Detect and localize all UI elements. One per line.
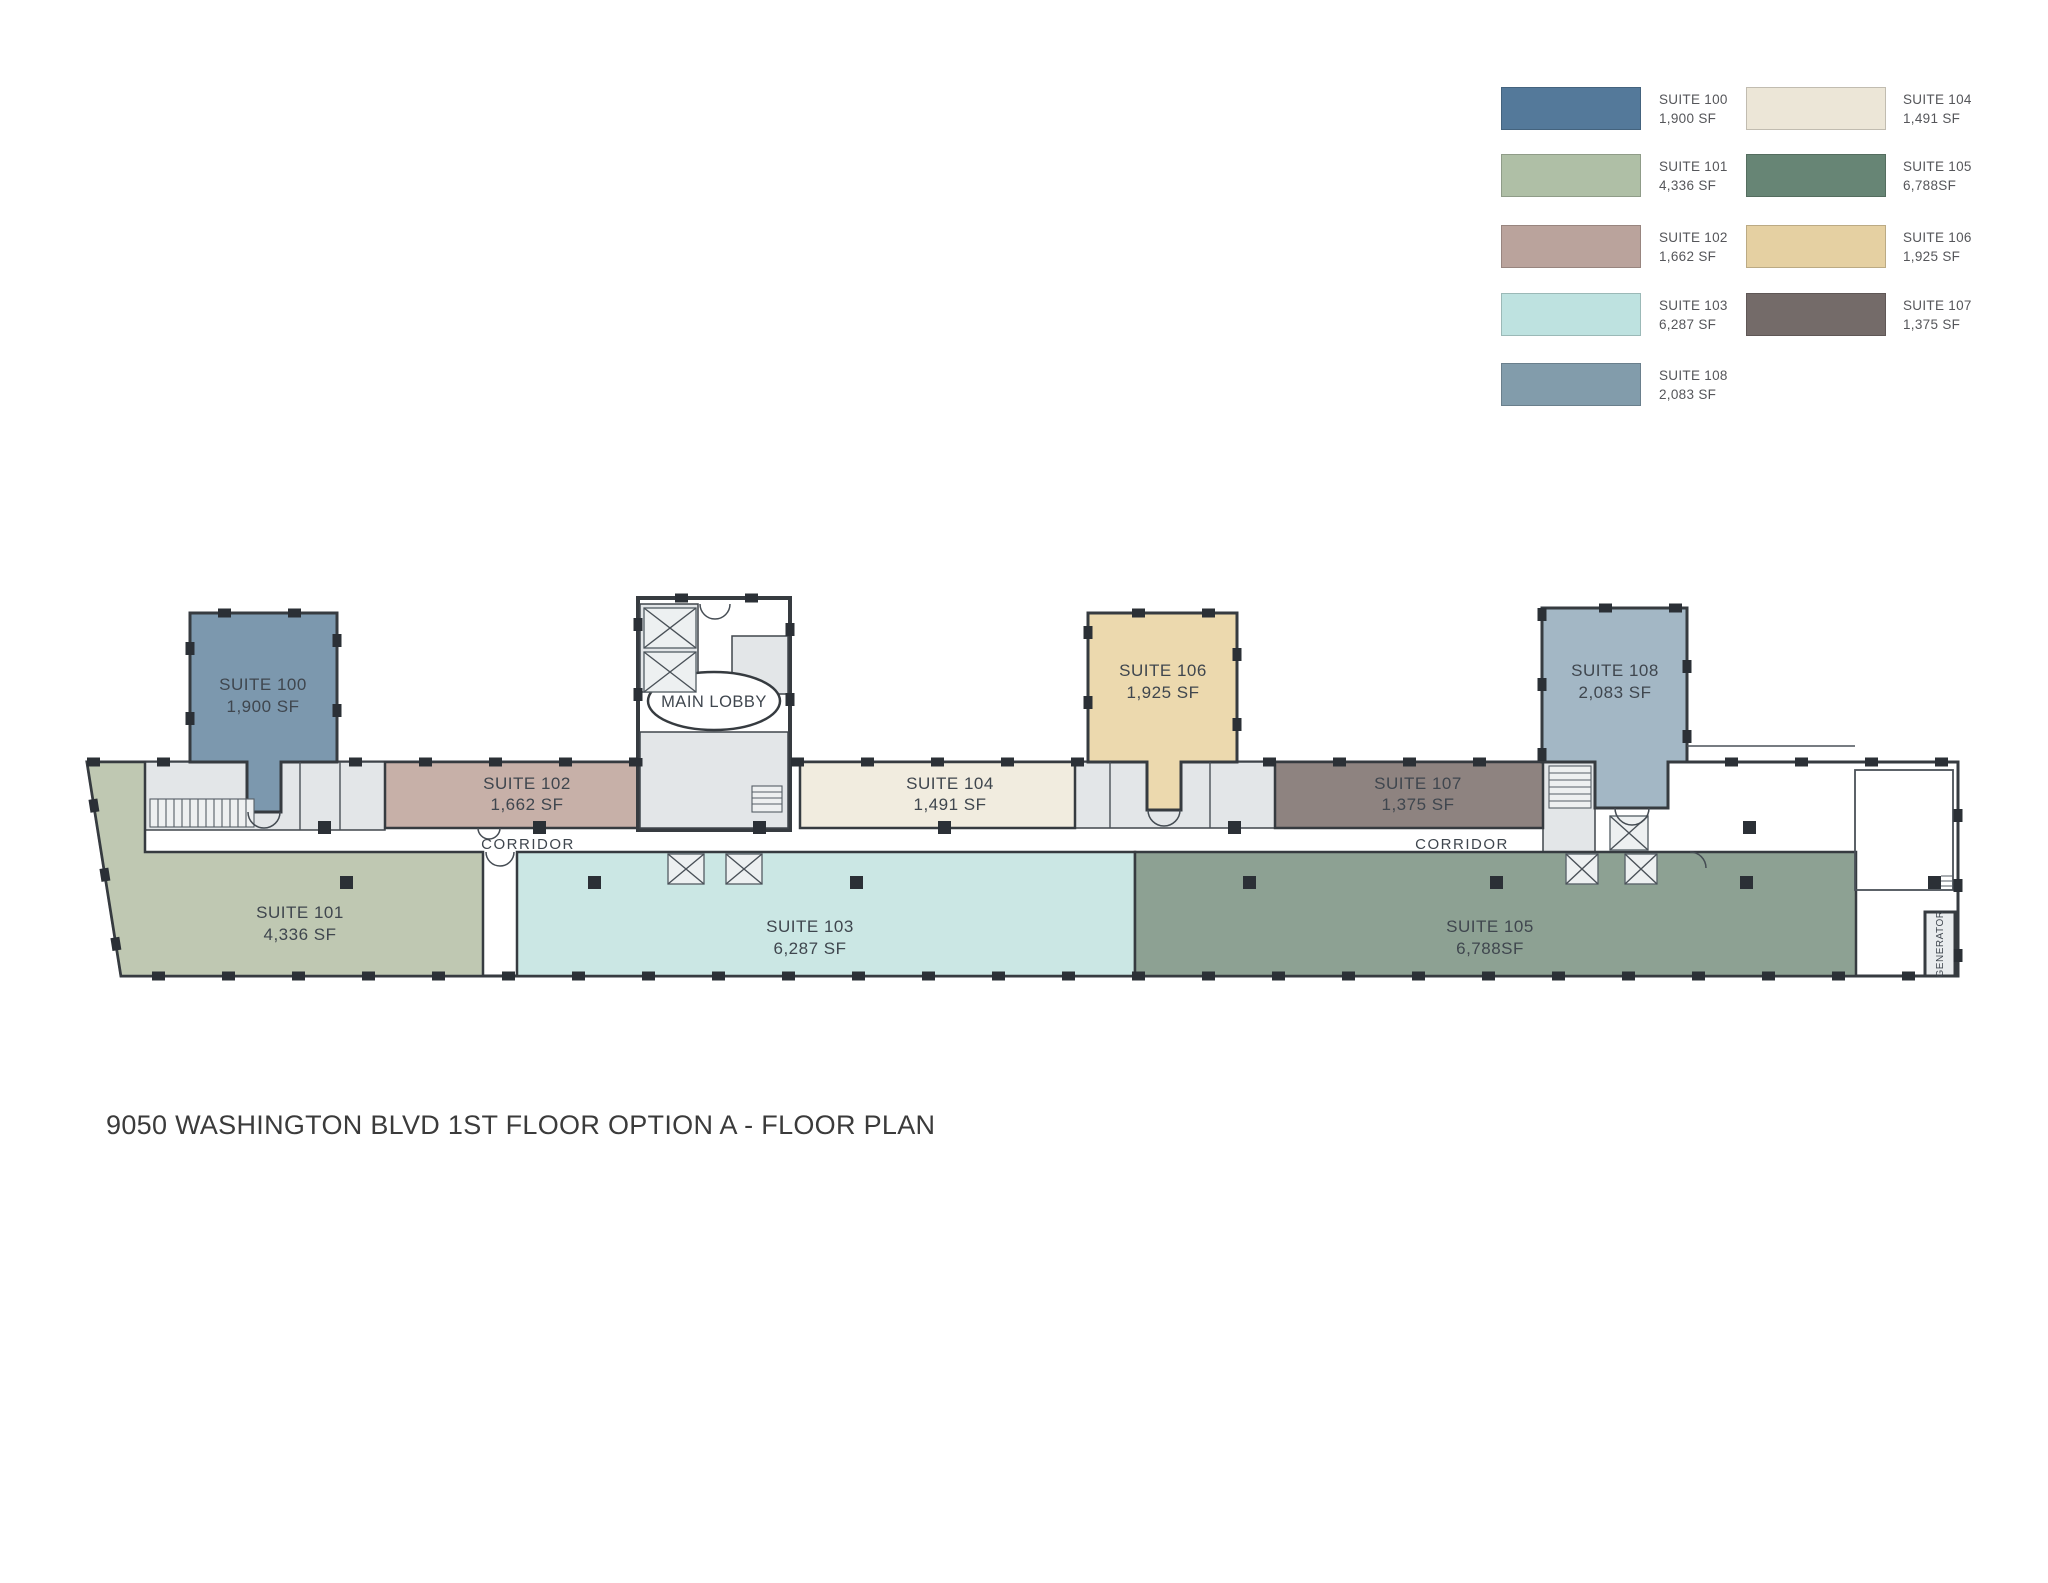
- suite-104-area: 1,491 SF: [914, 795, 987, 814]
- columns: [318, 821, 1941, 889]
- suite-102-area: 1,662 SF: [491, 795, 564, 814]
- stair-lobby: [751, 785, 783, 813]
- suite-101-name: SUITE 101: [256, 903, 344, 922]
- legend-suite-area: 6,788SF: [1903, 178, 1957, 193]
- legend-swatch-suite-102: [1501, 225, 1641, 268]
- generator-room: GENERATOR: [1923, 910, 1957, 978]
- legend-label-suite-104: SUITE 104 1,491 SF: [1903, 90, 2048, 128]
- legend-swatch-suite-108: [1501, 363, 1641, 406]
- legend-suite-name: SUITE 107: [1903, 298, 1972, 313]
- legend-suite-area: 1,925 SF: [1903, 249, 1961, 264]
- elevator: [643, 651, 697, 693]
- legend-suite-name: SUITE 100: [1659, 92, 1728, 107]
- elevator: [643, 607, 697, 649]
- suite-107-name: SUITE 107: [1374, 774, 1462, 793]
- suite-108-name: SUITE 108: [1571, 661, 1659, 680]
- suite-105-name: SUITE 105: [1446, 917, 1534, 936]
- suite-103-name: SUITE 103: [766, 917, 854, 936]
- legend-label-suite-101: SUITE 101 4,336 SF: [1659, 157, 1809, 195]
- legend-suite-name: SUITE 101: [1659, 159, 1728, 174]
- main-lobby-label: MAIN LOBBY: [661, 693, 767, 711]
- elevator: [1565, 853, 1599, 885]
- legend-suite-area: 4,336 SF: [1659, 178, 1717, 193]
- corridor-left-label: CORRIDOR: [481, 836, 575, 853]
- unassigned-room: [1854, 769, 1954, 891]
- legend-swatch-suite-106: [1746, 225, 1886, 268]
- legend-suite-area: 6,287 SF: [1659, 317, 1717, 332]
- legend-swatch-suite-107: [1746, 293, 1886, 336]
- suite-102-name: SUITE 102: [483, 774, 571, 793]
- suite-108: SUITE 108 2,083 SF: [1540, 606, 1689, 810]
- stair-left: [149, 798, 255, 828]
- legend-suite-area: 2,083 SF: [1659, 387, 1717, 402]
- elevator: [1624, 853, 1658, 885]
- legend-label-suite-100: SUITE 100 1,900 SF: [1659, 90, 1809, 128]
- legend-suite-name: SUITE 106: [1903, 230, 1972, 245]
- interior-partitions: [299, 745, 1855, 830]
- generator-label: GENERATOR: [1935, 911, 1946, 978]
- legend-suite-area: 1,662 SF: [1659, 249, 1717, 264]
- door-swings: [247, 603, 1707, 869]
- suite-100: SUITE 100 1,900 SF: [188, 611, 339, 814]
- legend-swatch-suite-100: [1501, 87, 1641, 130]
- page-title: 9050 WASHINGTON BLVD 1ST FLOOR OPTION A …: [106, 1110, 936, 1140]
- suite-105-area: 6,788SF: [1456, 939, 1524, 958]
- legend-swatch-suite-105: [1746, 154, 1886, 197]
- legend-swatch-suite-101: [1501, 154, 1641, 197]
- suite-108-area: 2,083 SF: [1579, 683, 1652, 702]
- elevator: [725, 853, 763, 885]
- legend-suite-name: SUITE 108: [1659, 368, 1728, 383]
- suite-104: SUITE 104 1,491 SF: [798, 760, 1077, 830]
- legend-label-suite-105: SUITE 105 6,788SF: [1903, 157, 2048, 195]
- legend-label-suite-108: SUITE 108 2,083 SF: [1659, 366, 1809, 404]
- legend-suite-name: SUITE 102: [1659, 230, 1728, 245]
- ladder: [1941, 875, 1953, 887]
- suite-105: SUITE 105 6,788SF: [1133, 850, 1858, 978]
- suite-103-area: 6,287 SF: [774, 939, 847, 958]
- suite-107-area: 1,375 SF: [1382, 795, 1455, 814]
- suite-100-area: 1,900 SF: [227, 697, 300, 716]
- suite-106-name: SUITE 106: [1119, 661, 1207, 680]
- legend-swatch-suite-103: [1501, 293, 1641, 336]
- legend-suite-name: SUITE 105: [1903, 159, 1972, 174]
- outer-wall-columns: [81, 593, 1963, 981]
- legend-suite-area: 1,375 SF: [1903, 317, 1961, 332]
- suite-101-area: 4,336 SF: [264, 925, 337, 944]
- suite-100-name: SUITE 100: [219, 675, 307, 694]
- suite-103: SUITE 103 6,287 SF: [515, 850, 1137, 978]
- suite-104-name: SUITE 104: [906, 774, 994, 793]
- lobby-core-base: [639, 731, 789, 829]
- suite-107: SUITE 107 1,375 SF: [1273, 760, 1545, 830]
- legend-suite-name: SUITE 103: [1659, 298, 1728, 313]
- legend-suite-name: SUITE 104: [1903, 92, 1972, 107]
- legend-label-suite-106: SUITE 106 1,925 SF: [1903, 228, 2048, 266]
- legend-swatch-suite-104: [1746, 87, 1886, 130]
- legend-label-suite-102: SUITE 102 1,662 SF: [1659, 228, 1809, 266]
- elevator: [667, 853, 705, 885]
- corridor-right-label: CORRIDOR: [1415, 836, 1509, 853]
- suite-106: SUITE 106 1,925 SF: [1086, 611, 1239, 812]
- suite-106-area: 1,925 SF: [1127, 683, 1200, 702]
- stair-right: [1548, 765, 1592, 809]
- legend-suite-area: 1,900 SF: [1659, 111, 1717, 126]
- legend-label-suite-103: SUITE 103 6,287 SF: [1659, 296, 1809, 334]
- legend-suite-area: 1,491 SF: [1903, 111, 1961, 126]
- suite-101: SUITE 101 4,336 SF: [85, 760, 485, 978]
- legend-label-suite-107: SUITE 107 1,375 SF: [1903, 296, 2048, 334]
